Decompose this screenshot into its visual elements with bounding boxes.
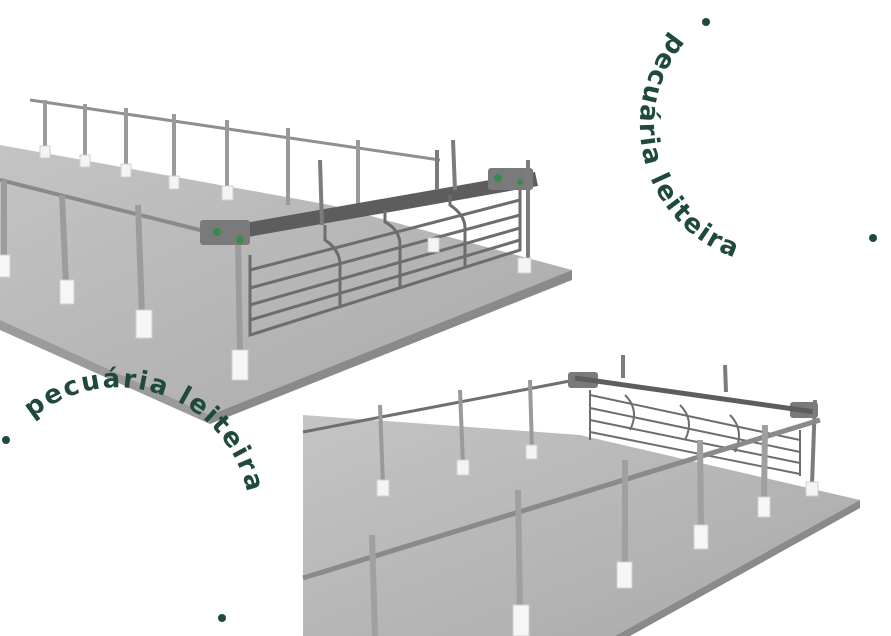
rendering-top-left — [0, 98, 572, 424]
floor-edge-top-left — [210, 270, 572, 424]
rendering-bottom-right — [302, 355, 860, 636]
badge-dot-bottom — [218, 614, 226, 622]
badge-dot-left — [2, 436, 10, 444]
badge-dot-right — [869, 234, 877, 242]
badge-top-right: pecuária leiteira — [633, 18, 877, 265]
svg-text:pecuária leiteira: pecuária leiteira — [633, 29, 745, 265]
badge-top-right-text: pecuária leiteira — [633, 29, 743, 265]
floor-top-left — [0, 145, 572, 415]
badge-dot-top — [702, 18, 710, 26]
floor-bottom-right — [303, 415, 860, 636]
